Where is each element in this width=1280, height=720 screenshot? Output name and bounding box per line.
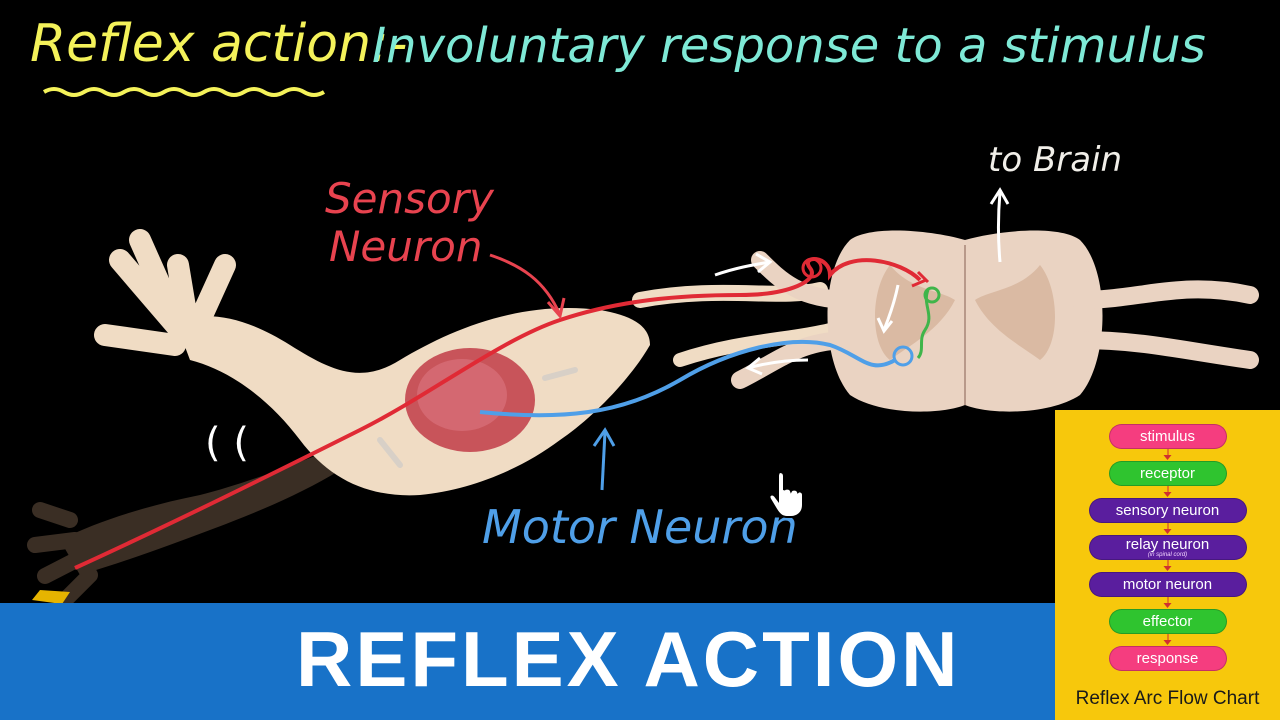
sensory-label-line2: Neuron: [329, 222, 483, 272]
flow-step-sensory-neuron: sensory neuron: [1088, 498, 1247, 523]
flow-step-receptor: receptor: [1108, 461, 1227, 486]
flow-arrow: [1163, 634, 1171, 645]
lower-arm-shadow: [27, 450, 340, 608]
title-underline: [42, 87, 326, 97]
flow-step-effector: effector: [1108, 609, 1227, 634]
sensory-neuron-path: [74, 257, 922, 570]
sensory-label-arrow: [489, 253, 562, 316]
brain-arrow: [997, 191, 1002, 263]
flow-step-label: receptor: [1139, 465, 1196, 482]
relay-neuron: [916, 286, 941, 359]
flow-chart-caption: Reflex Arc Flow Chart: [1075, 688, 1260, 709]
flow-step-label: stimulus: [1139, 428, 1195, 445]
impulse-arrow-in: [714, 260, 771, 277]
relay-arrow: [882, 284, 900, 331]
flow-arrow: [1163, 486, 1171, 497]
arm: [94, 229, 650, 496]
flow-step-stimulus: stimulus: [1108, 424, 1227, 449]
hand-cursor-icon: [768, 470, 804, 518]
reflex-arc-flow-chart: stimulus receptor sensory neuron relay neur…: [1055, 410, 1280, 720]
flow-step-label: effector: [1142, 613, 1193, 630]
impulse-arrow-out: [747, 358, 809, 370]
reflex-action-heading: Reflex action:-: [30, 14, 408, 74]
flow-step-relay-neuron: relay neuron(in spinal cord): [1088, 535, 1247, 560]
flow-step-label: relay neuron: [1125, 536, 1210, 553]
sensory-label-line1: Sensory: [325, 174, 494, 223]
motion-marks: ( (: [205, 420, 249, 466]
motor-neuron-path: [479, 339, 897, 418]
flow-arrow: [1163, 597, 1171, 608]
flow-step-response: response: [1108, 646, 1227, 671]
to-brain-label: to Brain: [988, 140, 1123, 180]
motor-label-arrow: [600, 431, 607, 491]
sensory-neuron-label: Sensory Neuron: [325, 174, 494, 272]
flow-step-sublabel: (in spinal cord): [1147, 552, 1188, 558]
flow-step-label: sensory neuron: [1115, 502, 1220, 519]
flow-arrow: [1163, 523, 1171, 534]
flow-arrow: [1163, 449, 1171, 460]
flow-step-label: motor neuron: [1122, 576, 1213, 593]
flow-step-label: response: [1136, 650, 1199, 667]
spinal-cord-section: [731, 230, 1259, 412]
banner-title: REFLEX ACTION: [296, 615, 961, 703]
reflex-action-definition: Involuntary response to a stimulus: [372, 18, 1206, 74]
title-banner: [0, 603, 1055, 720]
flow-arrow: [1163, 560, 1171, 571]
motor-neuron-label: Motor Neuron: [482, 500, 798, 554]
flow-step-motor-neuron: motor neuron: [1088, 572, 1247, 597]
